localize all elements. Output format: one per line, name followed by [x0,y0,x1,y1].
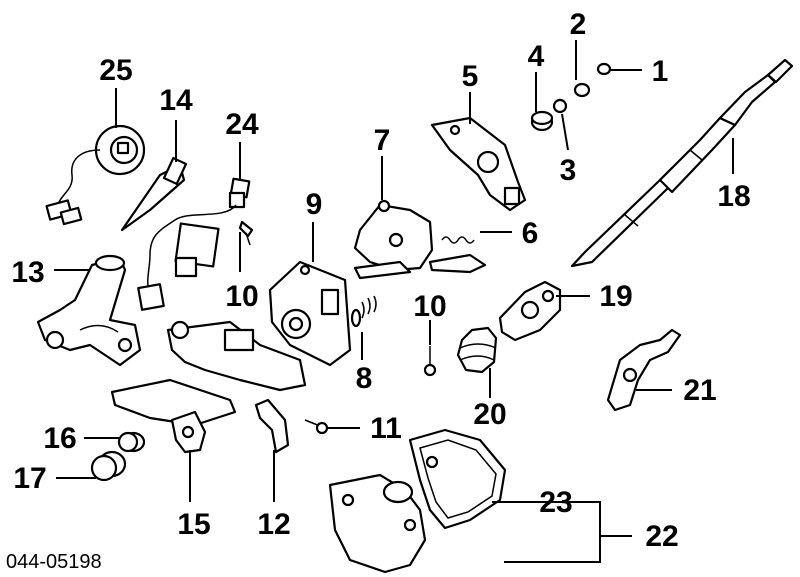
callout-8: 8 [356,362,373,395]
part-10-upper-bolt [238,220,254,246]
part-4-bushing [530,110,554,132]
callout-5: 5 [462,60,479,93]
part-13-column-bracket [36,254,142,367]
leader-lines [54,40,734,563]
part-7-lever-assembly [353,199,487,280]
part-14-switch [120,156,188,232]
part-19-universal-joint [498,280,562,342]
part-8-spring [350,295,377,328]
callout-23: 23 [539,486,572,519]
callout-15: 15 [177,508,210,541]
part-12-clip [254,398,290,454]
part-10-lower-bolt [423,346,437,377]
part-23-gasket [408,428,507,530]
part-20-boot [456,326,498,374]
part-18-steering-shaft [570,58,794,268]
callout-labels: 25 14 24 9 7 5 4 2 3 1 18 6 13 10 10 8 1… [11,8,750,553]
callout-6: 6 [522,217,539,250]
part-9-lock-housing [268,260,352,367]
part-17-bushing [90,450,127,482]
part-25-clock-spring [45,124,146,226]
part-3-snap-ring [552,98,568,114]
callout-11: 11 [370,412,402,445]
part-5-bracket-plate [430,116,527,212]
callout-12: 12 [257,508,290,541]
callout-9: 9 [306,188,323,221]
callout-10-lower: 10 [413,290,446,323]
callout-3: 3 [560,154,577,187]
part-16-bushing [117,431,146,453]
callout-25: 25 [99,54,132,87]
callout-24: 24 [225,108,259,141]
callout-7: 7 [374,124,391,157]
callout-1: 1 [652,55,669,88]
part-15-lower-bracket [170,410,207,454]
callout-16: 16 [43,422,76,455]
part-21-intermediate-shaft [606,328,682,412]
part-6-spring [441,236,475,244]
callout-19: 19 [599,280,632,313]
callout-13: 13 [11,256,44,289]
callout-22: 22 [645,520,678,553]
column-tube [110,320,307,427]
callout-18: 18 [717,180,750,213]
drawing-code: 044-05198 [6,551,102,573]
callout-4: 4 [528,40,545,73]
part-1-snap-ring [596,62,612,76]
part-2-bushing [573,82,591,98]
callout-20: 20 [473,398,506,431]
part-24-sensor [137,177,251,311]
callout-21: 21 [683,374,716,407]
part-22-cover-plate [328,473,427,574]
callout-17: 17 [13,462,46,495]
callout-14: 14 [159,84,193,117]
callout-10-upper: 10 [225,280,258,313]
part-11-bolt [304,419,329,435]
callout-2: 2 [570,8,587,41]
